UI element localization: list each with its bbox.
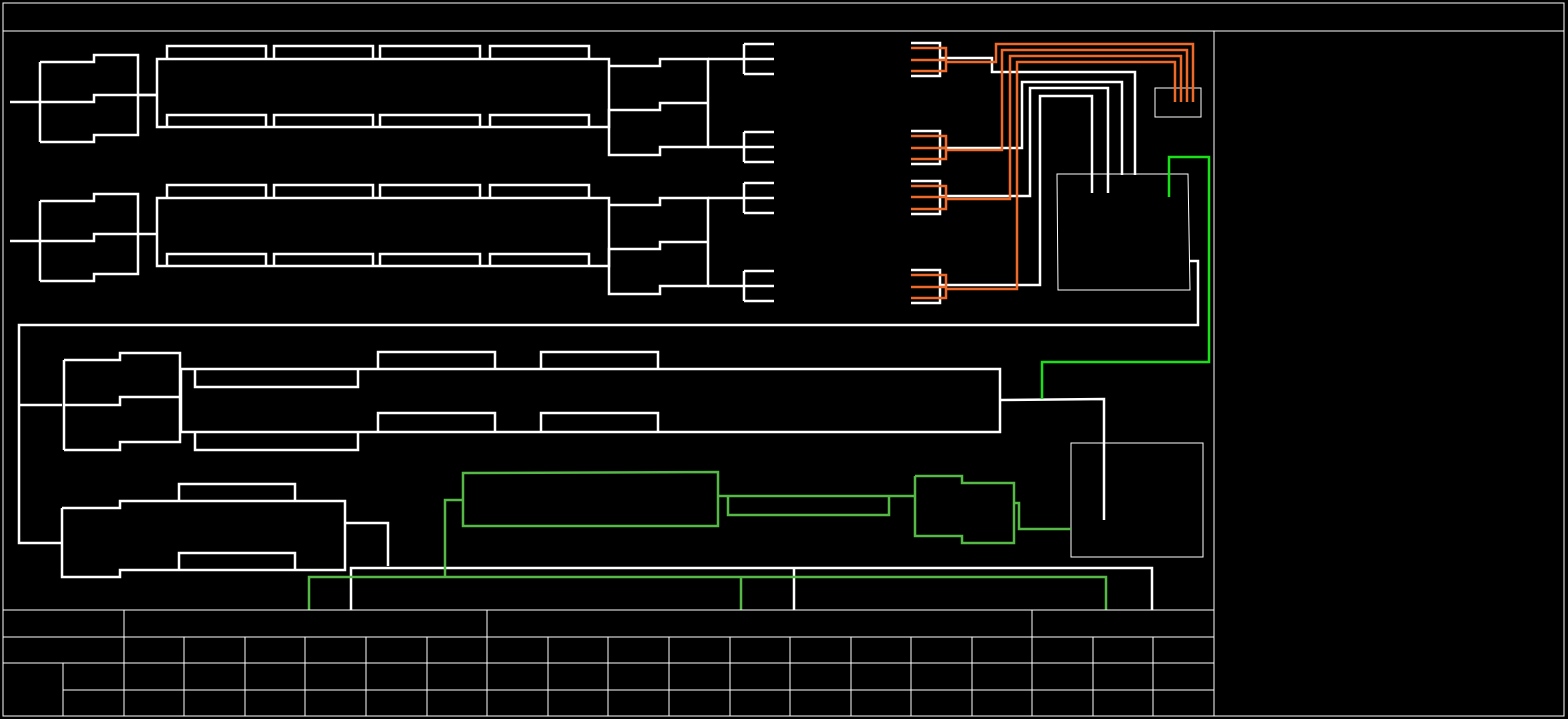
terminal-block (1154, 87, 1202, 118)
branch-group-3 (62, 350, 1106, 520)
junction-box (1070, 442, 1204, 558)
green-wiring (307, 470, 1108, 610)
bright-green-wiring (1040, 155, 1211, 399)
controller-box (1056, 173, 1191, 291)
legend-table (3, 609, 1214, 716)
branch-group-1 (10, 42, 774, 164)
white-wiring (10, 41, 1200, 610)
branch-group-4 (60, 482, 1154, 610)
component-boxes (1056, 87, 1204, 558)
branch-group-2 (10, 181, 774, 303)
return-bus (17, 259, 1200, 545)
orange-wiring (911, 42, 1195, 300)
connector-stubs (911, 41, 942, 305)
controller-feed-wires (940, 56, 1137, 287)
